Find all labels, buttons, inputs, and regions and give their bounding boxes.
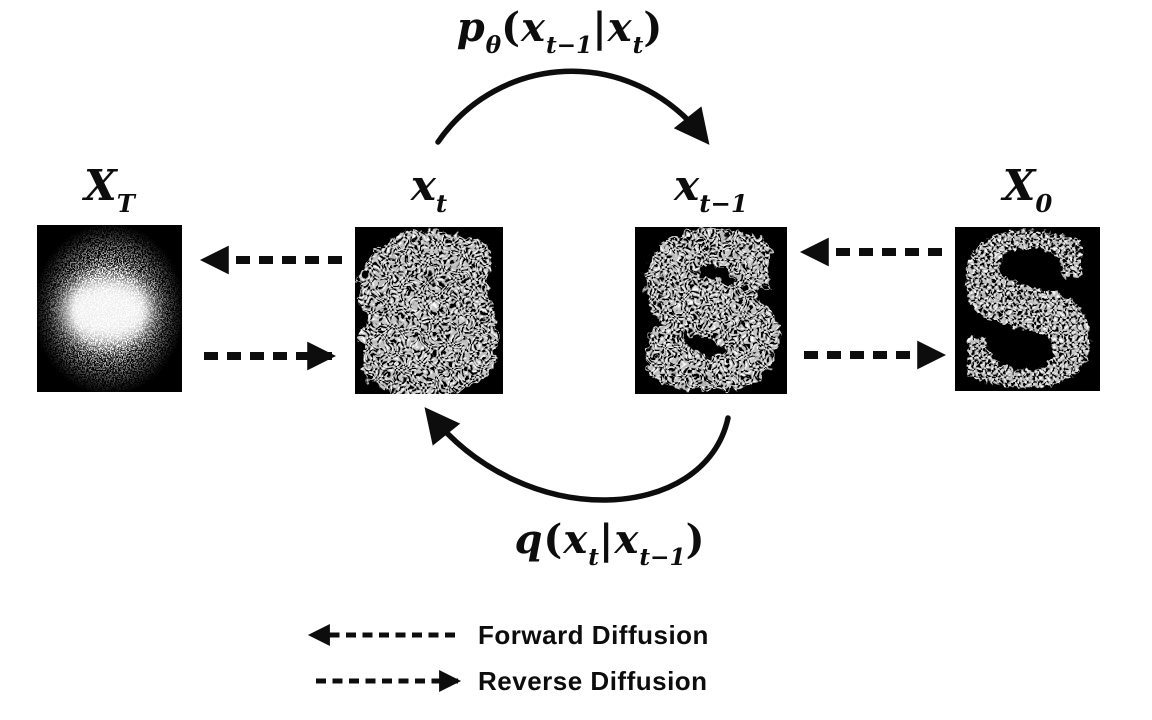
label-sub: T xyxy=(116,189,135,219)
math-open-paren: ( xyxy=(543,516,564,563)
clean-sample-image: S xyxy=(955,227,1100,391)
math-x1: x xyxy=(521,4,546,51)
math-base: p xyxy=(456,4,486,51)
math-x1-sub: t−1 xyxy=(545,31,593,59)
forward-diffusion-arrow-xT-icon xyxy=(199,245,342,275)
math-base-sub: θ xyxy=(485,31,502,59)
panel-label-x-t: xt xyxy=(355,158,503,229)
label-base: x xyxy=(410,161,436,210)
reverse-diffusion-legend-arrow-icon xyxy=(316,669,462,693)
panel-label-x-t-minus-1: xt−1 xyxy=(635,158,787,229)
math-x2-sub: t xyxy=(632,31,644,59)
panel-label-x-0: X0 xyxy=(955,158,1100,229)
panel-label-x-T: XT xyxy=(37,158,182,229)
math-x2: x xyxy=(607,4,633,51)
label-sub: 0 xyxy=(1035,189,1053,219)
gaussian-noise-image xyxy=(37,225,182,392)
label-base: x xyxy=(674,161,700,210)
label-sub: t xyxy=(435,189,448,219)
math-x1-sub: t xyxy=(588,543,599,571)
forward-diffusion-arrow-xt1-icon xyxy=(799,237,942,267)
reverse-process-formula: pθ(xt−1|xt) xyxy=(420,2,700,69)
reverse-diffusion-arrow-xt-icon xyxy=(204,341,337,371)
forward-process-curved-arrow-icon xyxy=(424,407,731,503)
reverse-diffusion-arrow-x0-icon xyxy=(804,340,946,370)
label-base: X xyxy=(84,161,117,210)
math-open-paren: ( xyxy=(501,4,522,51)
noised-sample-image: S xyxy=(355,227,503,394)
reverse-diffusion-legend-label: Reverse Diffusion xyxy=(478,666,708,696)
math-bar: | xyxy=(598,516,615,563)
math-base: q xyxy=(514,516,544,563)
label-sub: t−1 xyxy=(699,189,748,219)
math-x2-sub: t−1 xyxy=(639,543,686,571)
forward-diffusion-legend-arrow-icon xyxy=(307,623,455,647)
partially-noised-sample-image: S xyxy=(635,227,787,394)
reverse-process-curved-arrow-icon xyxy=(435,68,710,145)
forward-process-formula: q(xt|xt−1) xyxy=(460,514,760,581)
math-close-paren: ) xyxy=(643,4,664,51)
partially-noised-s-glyph: S xyxy=(646,227,776,394)
forward-diffusion-legend-label: Forward Diffusion xyxy=(478,620,709,650)
label-base: X xyxy=(1002,161,1036,210)
math-close-paren: ) xyxy=(685,516,706,563)
math-x1: x xyxy=(563,516,589,563)
clean-s-glyph: S xyxy=(955,227,1099,391)
math-bar: | xyxy=(592,4,608,51)
math-x2: x xyxy=(614,516,640,563)
noised-s-glyph: S xyxy=(371,227,487,394)
